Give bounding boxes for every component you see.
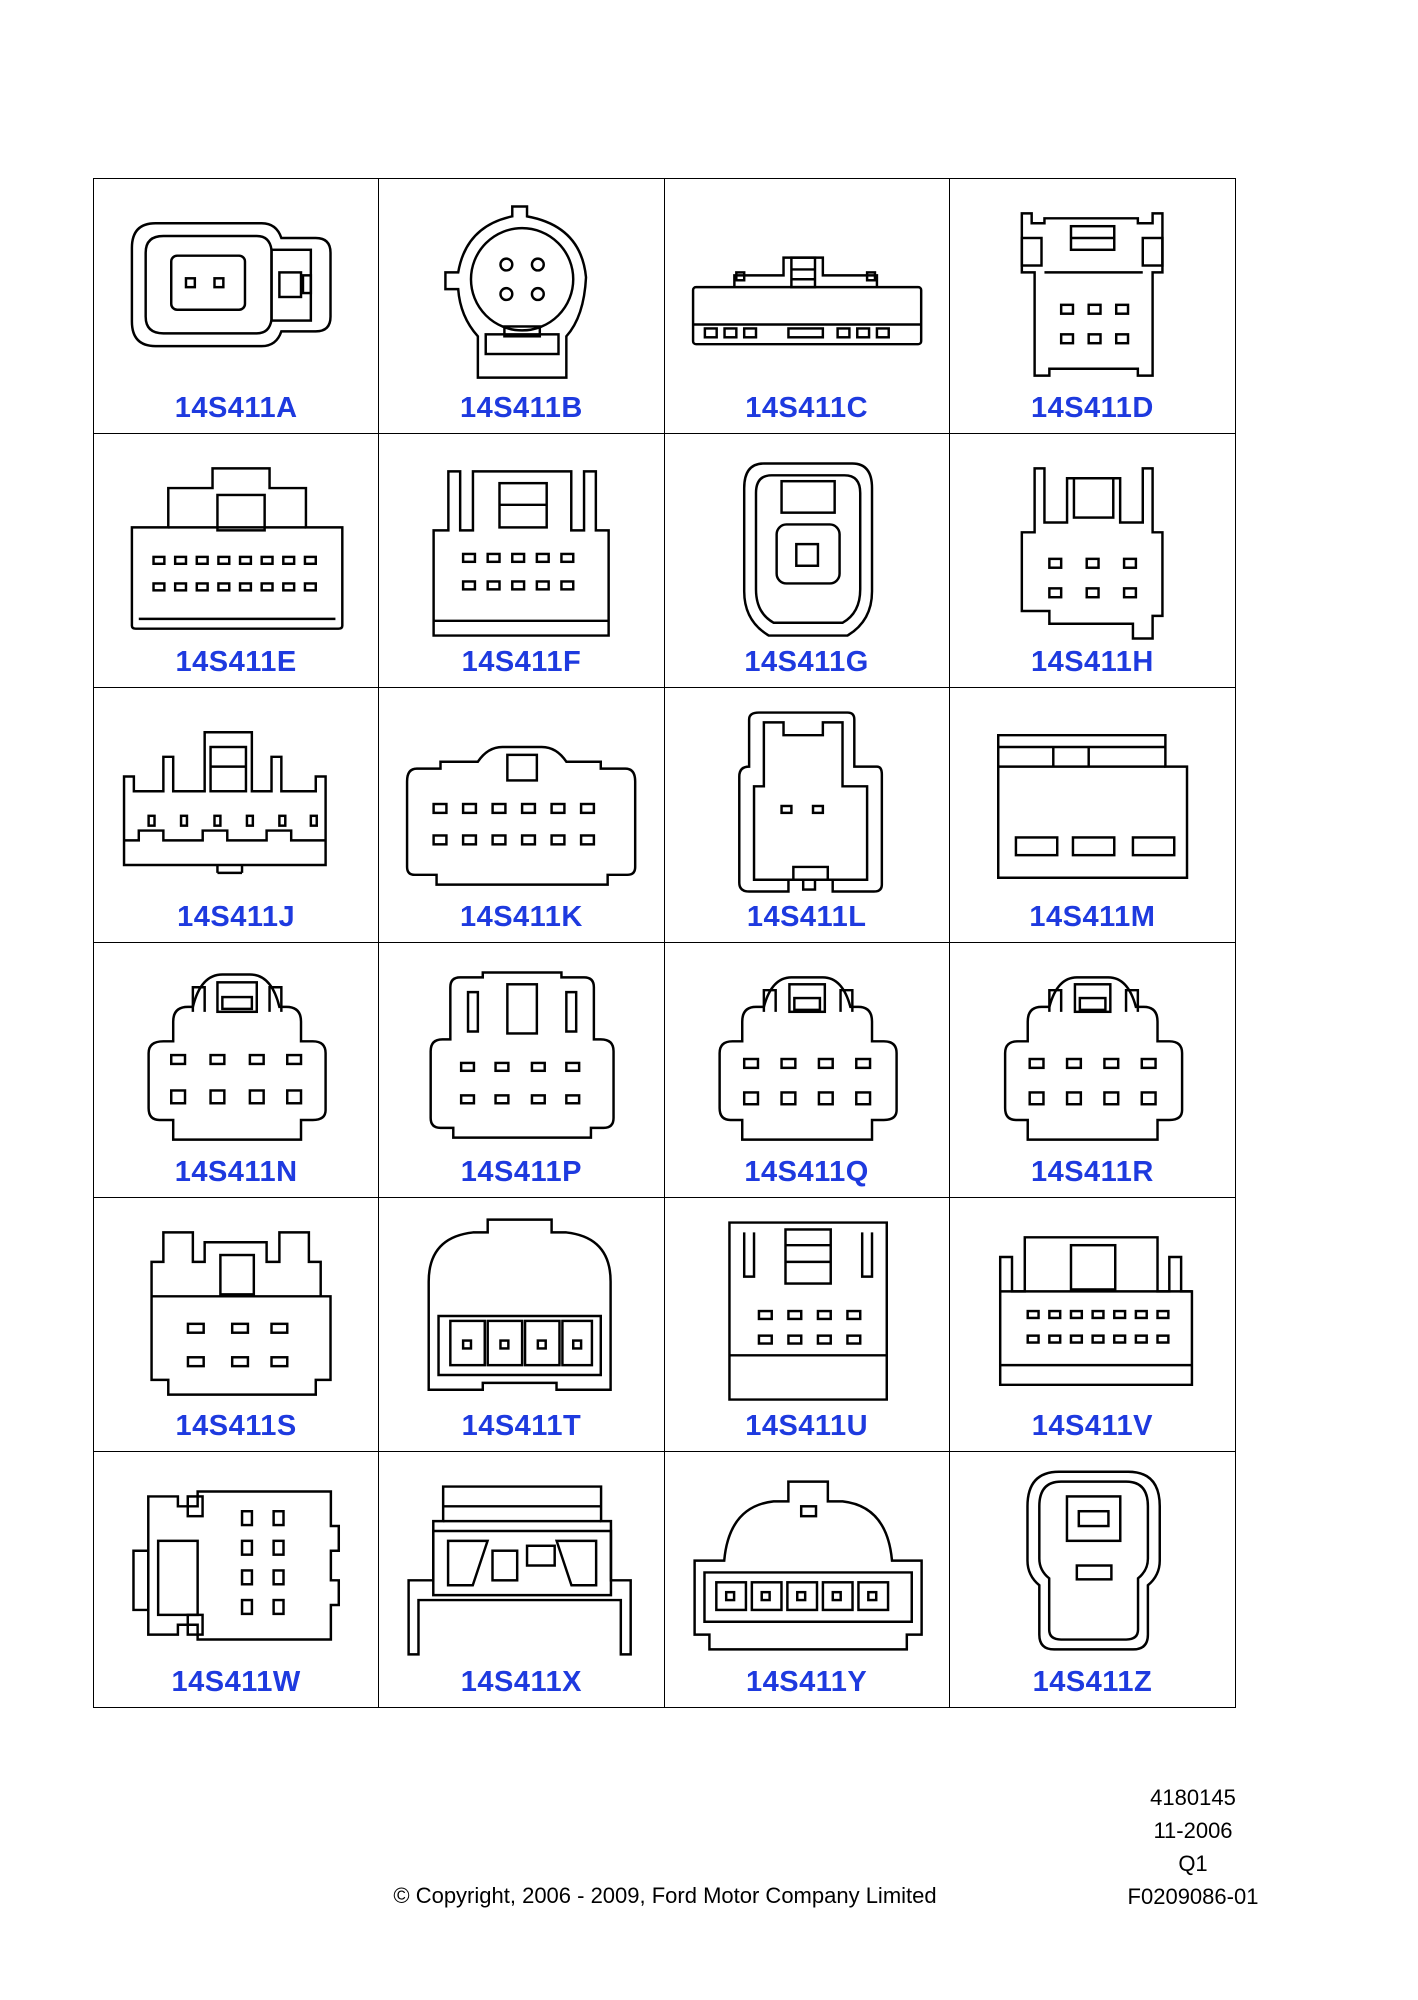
connector-16pin-icon xyxy=(130,466,344,630)
cell-14s411r: 14S411R xyxy=(949,943,1235,1198)
cell-14s411s: 14S411S xyxy=(94,1197,380,1453)
connector-8pin-icon xyxy=(147,973,327,1141)
connector-8pin-icon xyxy=(1003,976,1184,1141)
cell-14s411q: 14S411Q xyxy=(664,943,950,1198)
cell-14s411y: 14S411Y xyxy=(665,1452,950,1707)
connector-flat-strip-icon xyxy=(691,256,922,346)
copyright-notice: © Copyright, 2006 - 2009, Ford Motor Com… xyxy=(393,1883,937,1908)
figure-id: F0209086-01 xyxy=(1127,1884,1259,1909)
connector-2pin-stepped-icon xyxy=(737,711,883,894)
cell-14s411t: 14S411T xyxy=(379,1197,665,1453)
cell-14s411l: 14S411L xyxy=(664,688,950,943)
connector-label: 14S411J xyxy=(177,901,296,933)
cell-14s411h: 14S411H xyxy=(949,434,1235,689)
connector-label: 14S411N xyxy=(174,1155,298,1188)
connector-grid: 14S411A 14S411B 14S411C xyxy=(93,178,1236,1708)
connector-label: 14S411C xyxy=(745,391,869,424)
connector-14pin-icon xyxy=(998,1235,1193,1386)
connector-1pin-sealed-icon xyxy=(1025,1470,1161,1651)
cell-14s411a: 14S411A xyxy=(94,179,380,434)
cell-14s411v: 14S411V xyxy=(949,1198,1235,1453)
cell-14s411e: 14S411E xyxy=(94,433,380,689)
connector-8pin-latched-icon xyxy=(727,1221,888,1401)
connector-label: 14S411T xyxy=(461,1410,582,1443)
cell-14s411x: 14S411X xyxy=(379,1452,665,1707)
connector-label: 14S411K xyxy=(459,901,583,933)
connector-label: 14S411U xyxy=(745,1410,869,1443)
cell-14s411z: 14S411Z xyxy=(950,1452,1235,1707)
cell-14s411m: 14S411M xyxy=(949,688,1235,943)
connector-label: 14S411E xyxy=(175,646,297,679)
connector-side-view-icon xyxy=(132,1490,341,1642)
connector-label: 14S411A xyxy=(174,391,298,424)
connector-label: 14S411P xyxy=(460,1155,582,1188)
cell-14s411w: 14S411W xyxy=(94,1452,380,1707)
connector-12pin-icon xyxy=(406,746,637,887)
document-number: 4180145 xyxy=(1150,1785,1236,1810)
connector-label: 14S411Z xyxy=(1032,1666,1153,1698)
cell-14s411b: 14S411B xyxy=(379,179,665,434)
connector-6pin-flange-icon xyxy=(692,1480,923,1651)
connector-label: 14S411L xyxy=(746,901,867,933)
connector-label: 14S411S xyxy=(175,1410,297,1443)
connector-bracket-icon xyxy=(407,1485,633,1656)
cell-14s411u: 14S411U xyxy=(664,1197,950,1453)
connector-3pin-block-icon xyxy=(996,734,1188,880)
connector-label: 14S411V xyxy=(1031,1410,1153,1443)
cell-14s411n: 14S411N xyxy=(94,943,380,1198)
connector-label: 14S411W xyxy=(171,1666,301,1698)
connector-comb-icon xyxy=(122,731,327,875)
connector-4pin-dome-icon xyxy=(427,1218,613,1391)
connector-label: 14S411Q xyxy=(744,1155,869,1188)
connector-6pin-icon xyxy=(150,1230,332,1396)
connector-label: 14S411R xyxy=(1030,1155,1154,1188)
connector-label: 14S411D xyxy=(1030,391,1154,424)
cell-14s411k: 14S411K xyxy=(379,688,665,943)
connector-8pin-icon xyxy=(717,976,898,1141)
cell-14s411c: 14S411C xyxy=(664,179,950,434)
connector-6pin-latched-icon xyxy=(1020,212,1164,377)
cell-14s411d: 14S411D xyxy=(949,179,1235,434)
connector-label: 14S411G xyxy=(744,646,869,679)
connector-label: 14S411M xyxy=(1029,901,1156,933)
connector-label: 14S411B xyxy=(459,391,583,424)
connector-label: 14S411H xyxy=(1030,646,1154,679)
connector-6pin-icon xyxy=(1020,466,1164,640)
connector-8pin-latched-icon xyxy=(429,971,616,1139)
cell-14s411g: 14S411G xyxy=(664,433,950,689)
connector-label: 14S411F xyxy=(461,646,582,679)
connector-label: 14S411Y xyxy=(746,1666,868,1698)
document-revision: Q1 xyxy=(1178,1851,1208,1876)
connector-2pin-oval-icon xyxy=(130,222,332,348)
connector-1pin-sealed-icon xyxy=(742,461,873,637)
connector-label: 14S411X xyxy=(460,1666,582,1698)
cell-14s411p: 14S411P xyxy=(379,943,665,1198)
connector-10pin-icon xyxy=(432,469,611,637)
cell-14s411f: 14S411F xyxy=(379,433,665,689)
connector-4pin-round-icon xyxy=(444,205,588,379)
cell-14s411j: 14S411J xyxy=(94,688,380,943)
document-date: 11-2006 xyxy=(1153,1818,1233,1843)
